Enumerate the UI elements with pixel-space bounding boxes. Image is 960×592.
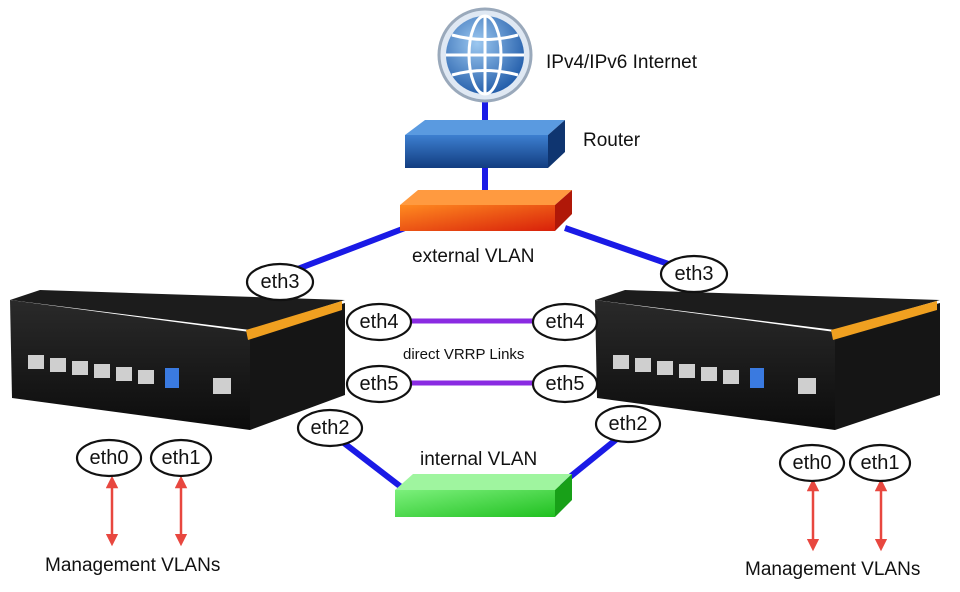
iface-label: eth3 (675, 263, 714, 285)
mgmt-left-label: Management VLANs (45, 555, 220, 576)
router-label: Router (583, 130, 641, 151)
iface-left-eth4: eth4 (345, 302, 413, 342)
usb-ports (750, 368, 764, 388)
iface-left-eth0: eth0 (75, 438, 143, 478)
external-vlan-switch-icon (400, 190, 572, 231)
iface-label: eth1 (162, 447, 201, 469)
iface-right-eth0: eth0 (778, 443, 846, 483)
ethernet-ports (613, 355, 816, 394)
iface-left-eth3: eth3 (245, 262, 315, 302)
vrrp-label: direct VRRP Links (403, 346, 524, 363)
iface-label: eth5 (360, 373, 399, 395)
iface-label: eth5 (546, 373, 585, 395)
iface-right-eth5: eth5 (531, 364, 599, 404)
iface-right-eth1: eth1 (848, 443, 912, 483)
management-arrows (105, 475, 888, 552)
left-firewall-appliance (10, 290, 345, 430)
links (293, 98, 681, 493)
iface-label: eth2 (311, 417, 350, 439)
iface-right-eth3: eth3 (659, 254, 729, 294)
iface-left-eth2: eth2 (296, 408, 364, 448)
router-icon (405, 120, 565, 168)
external-vlan-left-link (293, 225, 407, 273)
external-vlan-right-link (564, 225, 681, 271)
iface-right-eth2: eth2 (594, 404, 662, 444)
iface-label: eth0 (793, 452, 832, 474)
ethernet-ports (28, 355, 231, 394)
iface-left-eth1: eth1 (149, 438, 213, 478)
right-firewall-appliance (595, 290, 940, 430)
internal-vlan-left-link (338, 437, 407, 493)
internal-vlan-label: internal VLAN (420, 449, 537, 470)
usb-ports (165, 368, 179, 388)
internet-globe-icon (437, 7, 533, 103)
iface-label: eth4 (360, 311, 399, 333)
iface-label: eth0 (90, 447, 129, 469)
mgmt-right-label: Management VLANs (745, 559, 920, 580)
external-vlan-label: external VLAN (412, 246, 535, 267)
internal-vlan-switch-icon (395, 474, 572, 517)
iface-label: eth3 (261, 271, 300, 293)
iface-label: eth1 (861, 452, 900, 474)
iface-left-eth5: eth5 (345, 364, 413, 404)
iface-label: eth2 (609, 413, 648, 435)
iface-label: eth4 (546, 311, 585, 333)
iface-right-eth4: eth4 (531, 302, 599, 342)
internet-label: IPv4/IPv6 Internet (546, 52, 698, 73)
